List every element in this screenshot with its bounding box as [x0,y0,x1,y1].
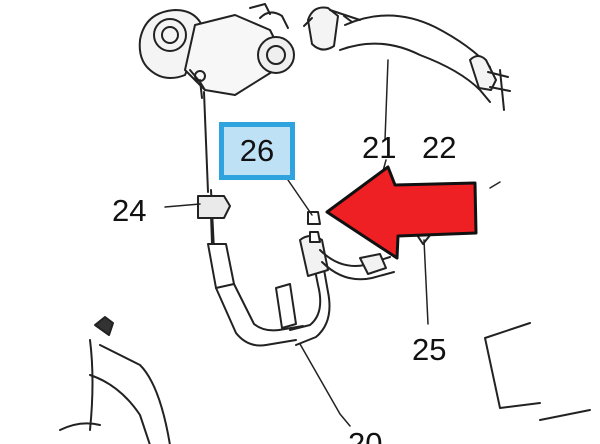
part-label-24: 24 [112,193,147,228]
part-label-22: 22 [422,130,457,165]
leader-26 [287,179,313,216]
leader-21-up [384,59,389,141]
leader-lines [164,59,501,427]
lower-left-assembly [59,316,171,444]
hose-21-22 [303,6,511,111]
part-label-21: 21 [362,130,397,165]
callout-number: 26 [239,133,275,168]
leader-25 [423,239,429,325]
callout-box: 26 [219,122,295,180]
part-label-25: 25 [412,332,447,367]
lower-right-bracket [484,322,591,421]
tube-24 [197,91,432,347]
leader-24 [164,203,201,208]
valve-housing [138,3,295,99]
leader-bottom [299,343,351,427]
red-pointer-arrow [325,165,478,260]
leader-22 [489,181,501,189]
part-label-bottom: 20 [348,426,383,444]
